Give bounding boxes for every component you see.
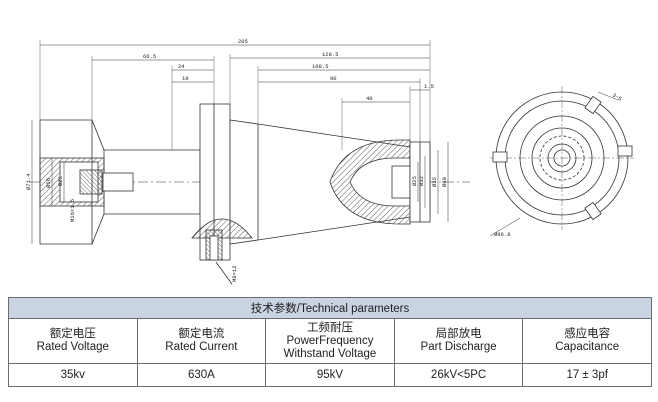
header-zh: 感应电容 — [564, 328, 611, 340]
end-view — [489, 86, 634, 237]
technical-parameters-table: 技术参数/Technical parameters 额定电压 Rated Vol… — [8, 297, 652, 387]
dim-overall-length: 205 — [238, 38, 248, 45]
header-power-frequency: 工频耐压 PowerFrequency Withstand Voltage — [265, 318, 395, 364]
header-en: Rated Voltage — [36, 341, 109, 353]
technical-drawing: 205 66.5 24 19 128.5 108.5 90 40 1.5 Ø71… — [25, 38, 634, 285]
dim-19: 19 — [182, 75, 189, 82]
dim-dia-tip-c: Ø35 — [431, 177, 438, 187]
header-rated-current: 额定电流 Rated Current — [136, 318, 267, 364]
header-en: Capacitance — [555, 341, 620, 353]
table-title: 技术参数/Technical parameters — [8, 297, 652, 319]
header-capacitance: 感应电容 Capacitance — [522, 318, 652, 364]
header-zh: 额定电压 — [49, 328, 96, 340]
dim-66-5: 66.5 — [143, 53, 156, 60]
dim-108-5: 108.5 — [312, 63, 329, 70]
dim-90: 90 — [330, 75, 337, 82]
dim-40: 40 — [366, 95, 373, 102]
dim-dia-left-mid: Ø56 — [45, 178, 52, 188]
dim-dia-left-inner: Ø25 — [57, 176, 64, 186]
table-value-row: 35kv 630A 95kV 26kV<5PC 17 ± 3pf — [8, 363, 652, 387]
header-en: Part Discharge — [420, 341, 497, 353]
value-part-discharge: 26kV<5PC — [393, 363, 524, 387]
header-zh: 局部放电 — [435, 328, 482, 340]
dim-thread-m16: M16×1.5 — [69, 199, 76, 222]
dim-dia-tip-a: Ø25 — [411, 176, 418, 186]
header-part-discharge: 局部放电 Part Discharge — [393, 318, 524, 364]
dim-128-5: 128.5 — [322, 51, 339, 58]
side-view — [30, 40, 470, 285]
header-en: PowerFrequency — [286, 334, 374, 347]
dim-dia-left-outer: Ø71.4 — [25, 173, 32, 190]
value-power-frequency: 95kV — [265, 363, 395, 387]
header-rated-voltage: 额定电压 Rated Voltage — [8, 318, 138, 364]
dim-end-view-dia: Ø96.8 — [494, 231, 511, 238]
value-rated-voltage: 35kv — [8, 363, 138, 387]
dim-dia-right-body: Ø60 — [441, 177, 448, 187]
dim-24: 24 — [178, 63, 185, 70]
table-header-row: 额定电压 Rated Voltage 额定电流 Rated Current 工频… — [8, 318, 652, 364]
value-rated-current: 630A — [136, 363, 267, 387]
header-zh: 额定电流 — [178, 328, 225, 340]
dim-dia-tip-b: Ø32 — [418, 176, 425, 186]
dim-thread-bottom: M8×12 — [231, 265, 238, 282]
value-capacitance: 17 ± 3pf — [522, 363, 652, 387]
header-zh: 工频耐压 — [306, 321, 353, 334]
header-en-line2: Withstand Voltage — [283, 347, 377, 360]
dim-1-5: 1.5 — [424, 83, 434, 90]
header-en: Rated Current — [165, 341, 238, 353]
dim-end-view-slot: 3~5 — [611, 92, 623, 103]
